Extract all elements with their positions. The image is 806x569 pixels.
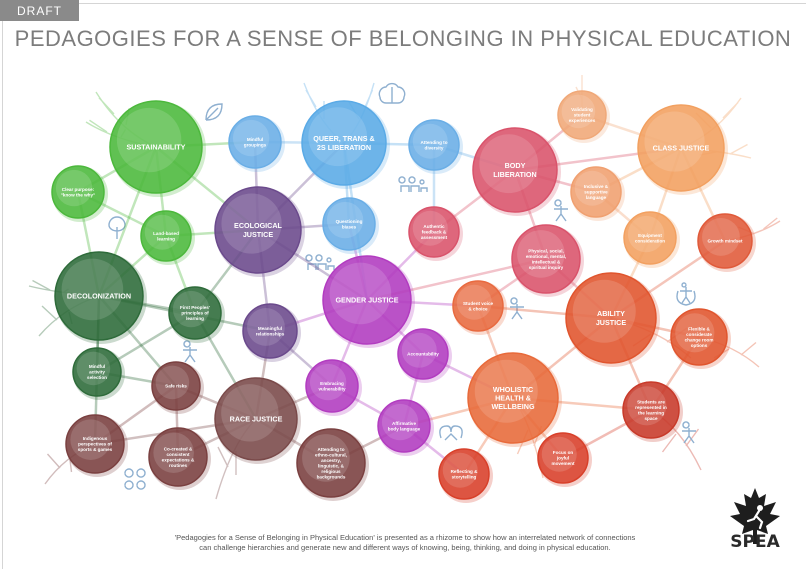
frame-line-left [2, 21, 3, 569]
node-decolonization: DECOLONIZATION [54, 251, 147, 344]
node-race-justice: RACE JUSTICE [214, 377, 301, 464]
node-queer-trans: QUEER, TRANS &2S LIBERATION [301, 100, 390, 189]
node-label: Growth mindset [708, 239, 743, 244]
node-class-justice: CLASS JUSTICE [637, 104, 728, 195]
running-person-icon [554, 199, 568, 222]
figure-icon [183, 340, 197, 363]
footer-line-2: can challenge hierarchies and generate n… [199, 543, 611, 552]
brain-icon [378, 82, 406, 104]
node-safe-risks: Safe risks [151, 361, 204, 414]
star-person-icon [510, 297, 524, 320]
node-accountability: Accountability [397, 328, 452, 383]
node-label: RACE JUSTICE [230, 415, 283, 424]
runner-icon [682, 421, 696, 444]
node-label: Physical, social,emotional, mental,intel… [526, 248, 566, 270]
node-label: QUEER, TRANS &2S LIBERATION [313, 134, 375, 152]
node-physical-social: Physical, social,emotional, mental,intel… [511, 224, 584, 297]
jump-rope-icon [676, 282, 696, 306]
node-label: DECOLONIZATION [67, 292, 131, 301]
node-label: Clear purpose:"know the why" [61, 187, 95, 198]
node-label: CLASS JUSTICE [653, 144, 710, 153]
node-label: Student voice& choice [463, 301, 494, 312]
node-label: SUSTAINABILITY [127, 143, 186, 152]
node-student-voice: Student voice& choice [452, 280, 507, 335]
spea-logo-icon [730, 488, 780, 544]
node-label: GENDER JUSTICE [335, 296, 398, 305]
node-clear-purpose: Clear purpose:"know the why" [51, 165, 108, 222]
node-sustainability: SUSTAINABILITY [109, 100, 206, 197]
node-label: Safe risks [165, 384, 187, 389]
frame-line-top [79, 3, 806, 4]
page-title: PEDAGOGIES FOR A SENSE OF BELONGING IN P… [14, 26, 792, 51]
logo-text: SPEA [730, 532, 780, 552]
node-growth-mindset: Growth mindset [697, 213, 756, 272]
leaf-icon [205, 103, 223, 121]
footer-line-1: 'Pedagogies for a Sense of Belonging in … [174, 533, 636, 542]
node-reflecting: Reflecting &storytelling [438, 448, 493, 503]
node-gender-justice: GENDER JUSTICE [322, 255, 415, 348]
people-group-icon [398, 176, 428, 192]
node-label: Reflecting &storytelling [451, 469, 478, 480]
draft-tag: DRAFT [0, 0, 79, 21]
handprint-icon [124, 468, 146, 490]
heart-hands-icon [439, 425, 463, 441]
node-label: Accountability [407, 352, 439, 357]
family-icon [305, 254, 335, 270]
footer-note: 'Pedagogies for a Sense of Belonging in … [150, 533, 660, 553]
tree-icon [108, 216, 126, 239]
